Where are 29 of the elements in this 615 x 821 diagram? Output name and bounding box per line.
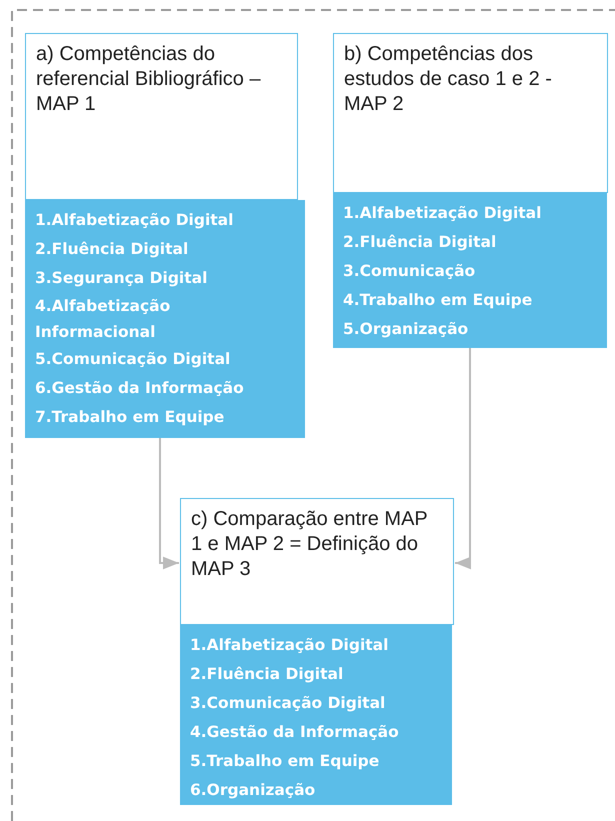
list-box <box>25 200 305 438</box>
list-item: 3.Comunicação Digital <box>190 693 386 714</box>
list-item: 4.Gestão da Informação <box>190 722 400 743</box>
list-item: 1.Alfabetização Digital <box>343 203 542 224</box>
arrow <box>455 348 471 570</box>
list-item: 1.Alfabetização Digital <box>35 210 234 231</box>
heading-text: c) Comparação entre MAP 1 e MAP 2 = Definição do MAP 3 <box>191 507 428 582</box>
list-box <box>180 625 452 805</box>
heading-box <box>180 498 454 625</box>
list-item: 3.Comunicação <box>343 261 476 282</box>
heading-box <box>333 33 608 193</box>
heading-box <box>25 33 298 200</box>
heading-text: b) Competências dos estudos de caso 1 e 2 - MAP 2 <box>344 42 553 117</box>
list-item: 5.Organização <box>343 319 470 340</box>
heading-text: a) Competências do referencial Bibliográfico – MAP 1 <box>36 42 262 117</box>
list-box <box>333 193 607 348</box>
list-item: 6.Organização <box>190 780 316 801</box>
list-item: 4.Alfabetização Informacional <box>35 296 172 343</box>
arrow <box>159 438 179 570</box>
list-item: 6.Gestão da Informação <box>35 378 245 399</box>
list-item: 2.Fluência Digital <box>343 232 498 253</box>
list-item: 2.Fluência Digital <box>35 239 190 260</box>
list-item: 5.Trabalho em Equipe <box>190 751 380 772</box>
list-item: 1.Alfabetização Digital <box>190 635 390 656</box>
list-item: 3.Segurança Digital <box>35 268 208 289</box>
list-item: 5.Comunicação Digital <box>35 349 232 370</box>
list-item: 7.Trabalho em Equipe <box>35 407 226 428</box>
list-item: 4.Trabalho em Equipe <box>343 290 534 311</box>
list-item: 2.Fluência Digital <box>190 664 344 685</box>
